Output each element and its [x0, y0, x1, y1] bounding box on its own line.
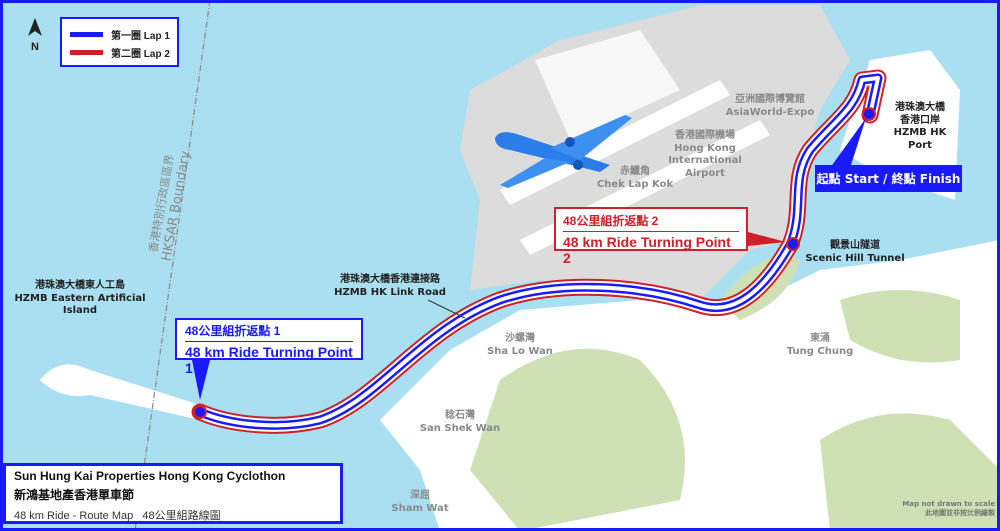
place-en: HZMB HK Link Road [334, 286, 446, 298]
start-finish-marker [862, 107, 876, 121]
hill [470, 348, 685, 531]
place-en: Scenic Hill Tunnel [805, 252, 905, 264]
place-zh: 觀景山隧道 [830, 240, 880, 251]
place-zh: 東涌 [810, 333, 830, 344]
place-zh: 亞洲國際博覽館 [735, 94, 805, 105]
place-en: Sha Lo Wan [487, 345, 553, 357]
place-en: Sham Wat [391, 502, 449, 514]
title-zh: 新鴻基地產香港單車節 [14, 488, 135, 502]
place-zh: 沙螺灣 [505, 333, 535, 344]
turning-point-zh: 48公里組折返點 1 [185, 322, 353, 342]
place-zh: 深屈 [410, 490, 430, 501]
place-en: San Shek Wan [419, 422, 501, 434]
turning-point-en: 48 km Ride Turning Point 1 [185, 344, 353, 376]
legend-label: 第二圈 Lap 2 [111, 49, 170, 60]
airport-terminal [535, 30, 680, 140]
place-en: Airport [685, 167, 725, 179]
place-zh: 赤鱲角 [620, 166, 650, 177]
legend-item-lap1: 第一圈 Lap 1 [70, 27, 170, 42]
north-arrow-icon [28, 18, 42, 36]
scale-note-en: Map not drawn to scale [902, 500, 995, 508]
turning-point-zh: 48公里組折返點 2 [563, 212, 739, 232]
scale-note: Map not drawn to scale 此地圖並非按比例繪製 [895, 500, 995, 518]
place-en: AsiaWorld-Expo [725, 106, 815, 118]
place-zh: 香港國際機場 [675, 130, 735, 141]
tp2-pointer [748, 232, 786, 246]
title-subtitle: 48 km Ride - Route Map 48公里組路線圖 [14, 510, 221, 522]
airplane-icon [495, 115, 632, 188]
title-box: Sun Hung Kai Properties Hong Kong Cyclot… [3, 463, 343, 524]
lap2-swatch [70, 50, 103, 55]
place-en: HZMB HK Port [893, 127, 947, 151]
title-en: Sun Hung Kai Properties Hong Kong Cyclot… [14, 469, 286, 483]
place-zh: 香港口岸 [900, 114, 940, 126]
turning-point-1-marker [193, 405, 207, 419]
artificial-island [40, 364, 200, 420]
hill [820, 413, 1000, 531]
place-en: International [668, 155, 742, 166]
place-zh: 港珠澳大橋東人工島 [35, 280, 125, 291]
linkroad-leader [427, 299, 466, 319]
turning-point-2-callout: 48公里組折返點 2 48 km Ride Turning Point 2 [554, 207, 748, 266]
start-pointer [830, 118, 866, 168]
hksar-boundary-line [134, 0, 211, 531]
start-finish-label: 起點 Start / 終點 Finish [815, 165, 962, 192]
tp1-pointer [192, 360, 210, 400]
place-zh: 港珠澳大橋 [895, 102, 945, 113]
turning-point-1-callout: 48公里組折返點 1 48 km Ride Turning Point 1 [175, 318, 363, 376]
north-label: N [31, 41, 39, 53]
place-en: Tung Chung [786, 345, 854, 357]
legend-item-lap2: 第二圈 Lap 2 [70, 45, 170, 60]
turning-point-2-marker [786, 237, 800, 251]
turning-point-en: 48 km Ride Turning Point 2 [563, 234, 731, 266]
place-en: Chek Lap Kok [596, 178, 674, 190]
hill [840, 290, 960, 363]
legend: 第一圈 Lap 1 第二圈 Lap 2 [60, 17, 179, 67]
place-zh: 港珠澳大橋香港連接路 [340, 274, 440, 285]
legend-label: 第一圈 Lap 1 [111, 31, 170, 42]
place-zh: 稔石灣 [445, 410, 475, 421]
scale-note-zh: 此地圖並非按比例繪製 [925, 508, 995, 517]
north-compass: N [25, 18, 45, 53]
lap1-swatch [70, 32, 103, 37]
place-en: HZMB Eastern Artificial Island [14, 292, 146, 317]
place-en: Hong Kong [674, 142, 736, 154]
